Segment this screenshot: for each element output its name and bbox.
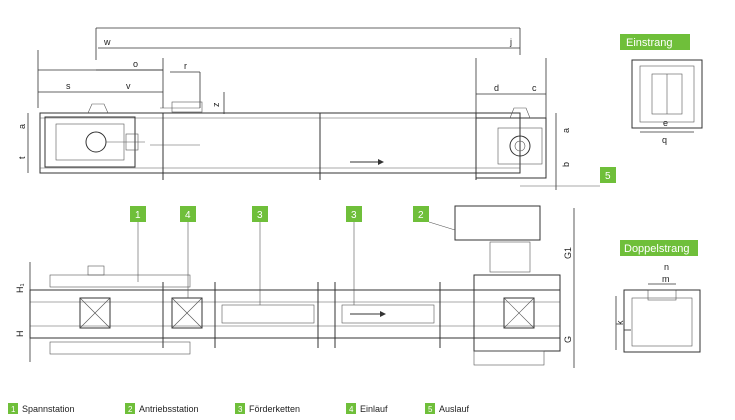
- inset-doppelstrang-title: Doppelstrang: [624, 243, 689, 255]
- dim-z: z: [211, 102, 221, 107]
- svg-text:Einlauf: Einlauf: [360, 404, 388, 414]
- dim-s: s: [66, 81, 71, 91]
- callout-2: 2: [413, 206, 456, 231]
- bottom-view: H₁ H G1 G: [15, 205, 575, 368]
- dim-c: c: [532, 83, 537, 93]
- inset-einstrang-title: Einstrang: [626, 37, 672, 49]
- svg-text:1: 1: [135, 210, 141, 221]
- callout-1: 1: [130, 206, 146, 282]
- dim-k: k: [615, 320, 625, 325]
- svg-text:Spannstation: Spannstation: [22, 404, 75, 414]
- legend: 1 Spannstation 2 Antriebsstation 3 Förde…: [8, 403, 470, 414]
- svg-text:4: 4: [185, 210, 191, 221]
- callouts: 1 4 3 3 2 5: [130, 167, 616, 305]
- legend-item-5: 5 Auslauf: [425, 403, 470, 414]
- dim-l: l: [623, 329, 633, 331]
- svg-text:3: 3: [238, 405, 243, 414]
- svg-text:Förderketten: Förderketten: [249, 404, 300, 414]
- dim-d: d: [494, 83, 499, 93]
- legend-item-4: 4 Einlauf: [346, 403, 388, 414]
- dim-a-left: a: [17, 124, 27, 129]
- dim-g: G: [563, 336, 573, 343]
- top-view: w j o r s v z: [17, 27, 600, 190]
- legend-item-1: 1 Spannstation: [8, 403, 75, 414]
- svg-text:5: 5: [428, 405, 433, 414]
- svg-text:4: 4: [349, 405, 354, 414]
- svg-text:5: 5: [605, 171, 611, 182]
- dim-a-right: a: [561, 128, 571, 133]
- dim-h1: H₁: [15, 283, 25, 293]
- dim-r: r: [184, 61, 187, 71]
- dim-m: m: [662, 274, 670, 284]
- svg-text:3: 3: [351, 210, 357, 221]
- svg-text:Antriebsstation: Antriebsstation: [139, 404, 199, 414]
- dim-o: o: [133, 59, 138, 69]
- dim-h: H: [15, 331, 25, 338]
- callout-4: 4: [180, 206, 196, 298]
- dim-b: b: [561, 162, 571, 167]
- inset-doppelstrang: Doppelstrang n m k l: [615, 240, 701, 353]
- legend-item-2: 2 Antriebsstation: [125, 403, 199, 414]
- legend-item-3: 3 Förderketten: [235, 403, 300, 414]
- dim-n: n: [664, 262, 669, 272]
- callout-3a: 3: [252, 206, 268, 305]
- dim-v: v: [126, 81, 131, 91]
- svg-text:2: 2: [128, 405, 133, 414]
- dim-q: q: [662, 135, 667, 145]
- svg-text:Auslauf: Auslauf: [439, 404, 470, 414]
- dim-g1: G1: [563, 247, 573, 259]
- dim-e: e: [663, 118, 668, 128]
- inset-einstrang: Einstrang q e: [620, 34, 703, 145]
- svg-text:2: 2: [418, 210, 424, 221]
- dim-j: j: [509, 37, 512, 47]
- dim-w: w: [103, 37, 111, 47]
- callout-5: 5: [600, 167, 616, 183]
- svg-text:3: 3: [257, 210, 263, 221]
- callout-3b: 3: [346, 206, 362, 305]
- svg-text:1: 1: [11, 405, 16, 414]
- dim-t: t: [17, 156, 27, 159]
